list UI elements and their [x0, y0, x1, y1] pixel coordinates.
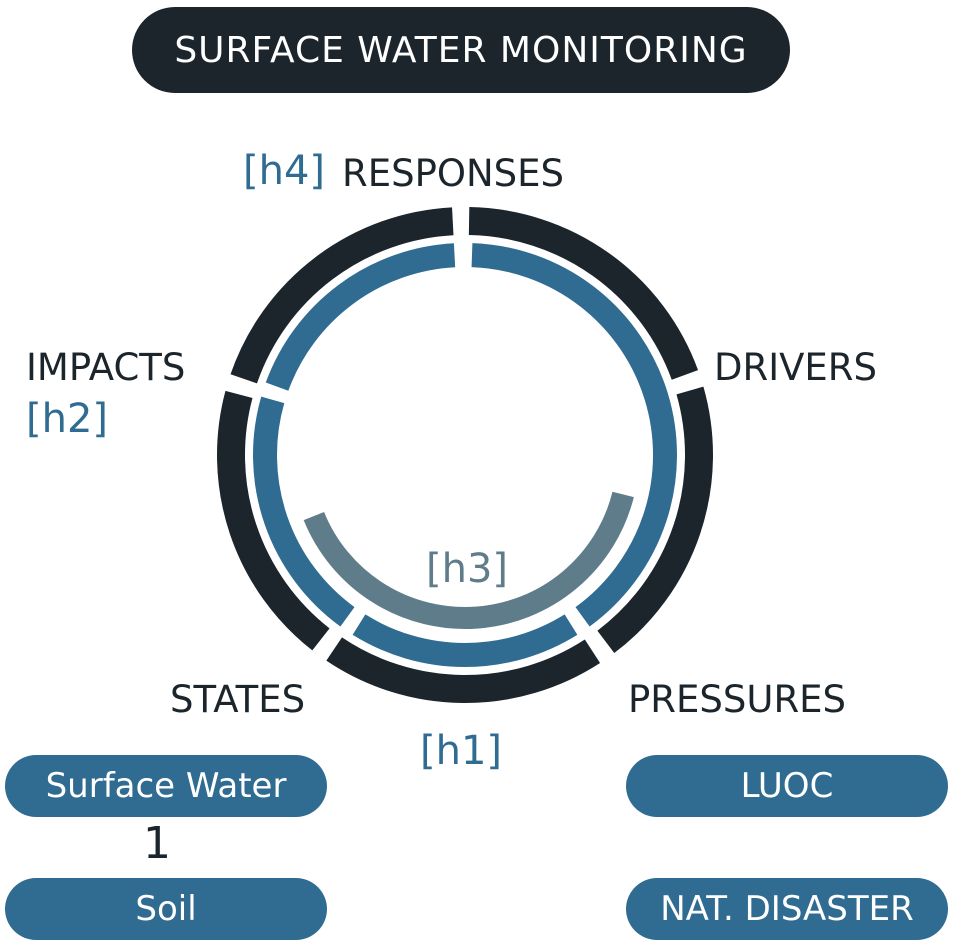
h1-label: [h1]: [420, 728, 503, 774]
state-item-surface-water[interactable]: Surface Water: [5, 755, 327, 817]
blue-arc-right: [471, 243, 677, 627]
arc-pressures-states: [326, 637, 601, 703]
blue-arc-top-left: [265, 243, 456, 391]
impacts-label: IMPACTS: [26, 346, 186, 389]
drivers-label: DRIVERS: [714, 346, 877, 389]
pressure-item-nat-disaster[interactable]: NAT. DISASTER: [626, 878, 948, 940]
diagram-title: SURFACE WATER MONITORING: [132, 7, 790, 93]
arc-states-impacts: [217, 390, 330, 651]
h2-label: [h2]: [26, 396, 109, 442]
arc-impacts-responses: [230, 207, 454, 384]
blue-arc-left: [253, 396, 355, 627]
h3-label: [h3]: [426, 546, 509, 592]
states-connector-number: 1: [143, 818, 171, 869]
pressure-item-luoc[interactable]: LUOC: [626, 755, 948, 817]
gray-arc-h3: [303, 491, 634, 629]
h4-label: [h4]: [243, 148, 326, 194]
arc-responses-drivers: [468, 207, 699, 380]
pressures-label: PRESSURES: [628, 678, 847, 721]
states-label: STATES: [170, 678, 306, 721]
blue-arc-bottom: [352, 614, 578, 667]
state-item-soil[interactable]: Soil: [5, 878, 327, 940]
arc-drivers-pressures: [597, 386, 713, 654]
responses-label: RESPONSES: [342, 152, 565, 195]
